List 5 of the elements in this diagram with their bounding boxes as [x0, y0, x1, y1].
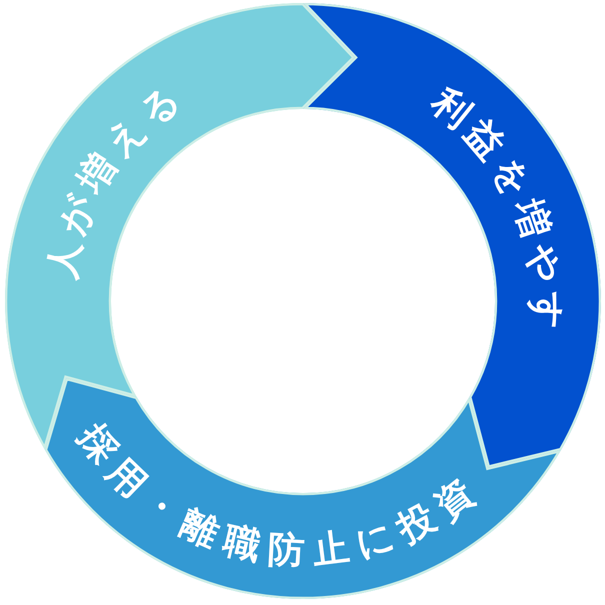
cycle-step-label: 利益を増やす [424, 79, 570, 340]
cycle-arrow-segment [44, 378, 562, 598]
cycle-step-label: 人が増える [38, 71, 195, 282]
cycle-step-label: 採用・離職防止に投資 [70, 416, 488, 572]
cycle-arrow-segment [303, 3, 601, 468]
